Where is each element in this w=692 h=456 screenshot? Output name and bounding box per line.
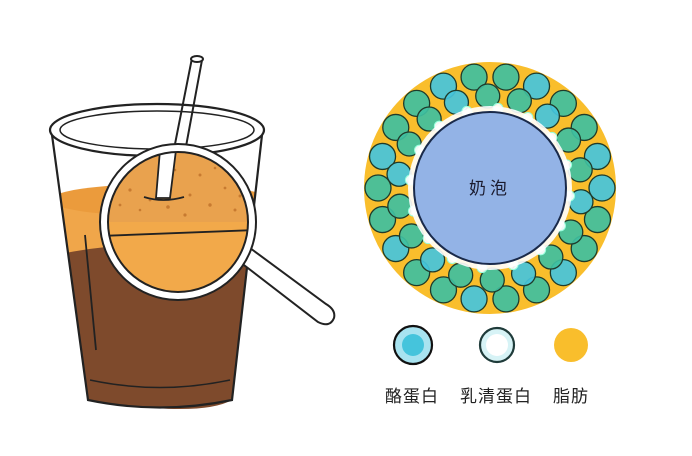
legend-label-fat: 脂肪 [553, 387, 589, 407]
milk-foam-label: 奶泡 [469, 179, 511, 199]
legend-label-whey: 乳清蛋白 [460, 387, 532, 407]
fat-circle-icon [554, 328, 588, 362]
foam-bubble-diagram [364, 62, 616, 314]
legend-icons [392, 324, 588, 366]
magnifying-glass-icon [99, 143, 336, 326]
legend-label-casein: 酪蛋白 [385, 387, 439, 407]
